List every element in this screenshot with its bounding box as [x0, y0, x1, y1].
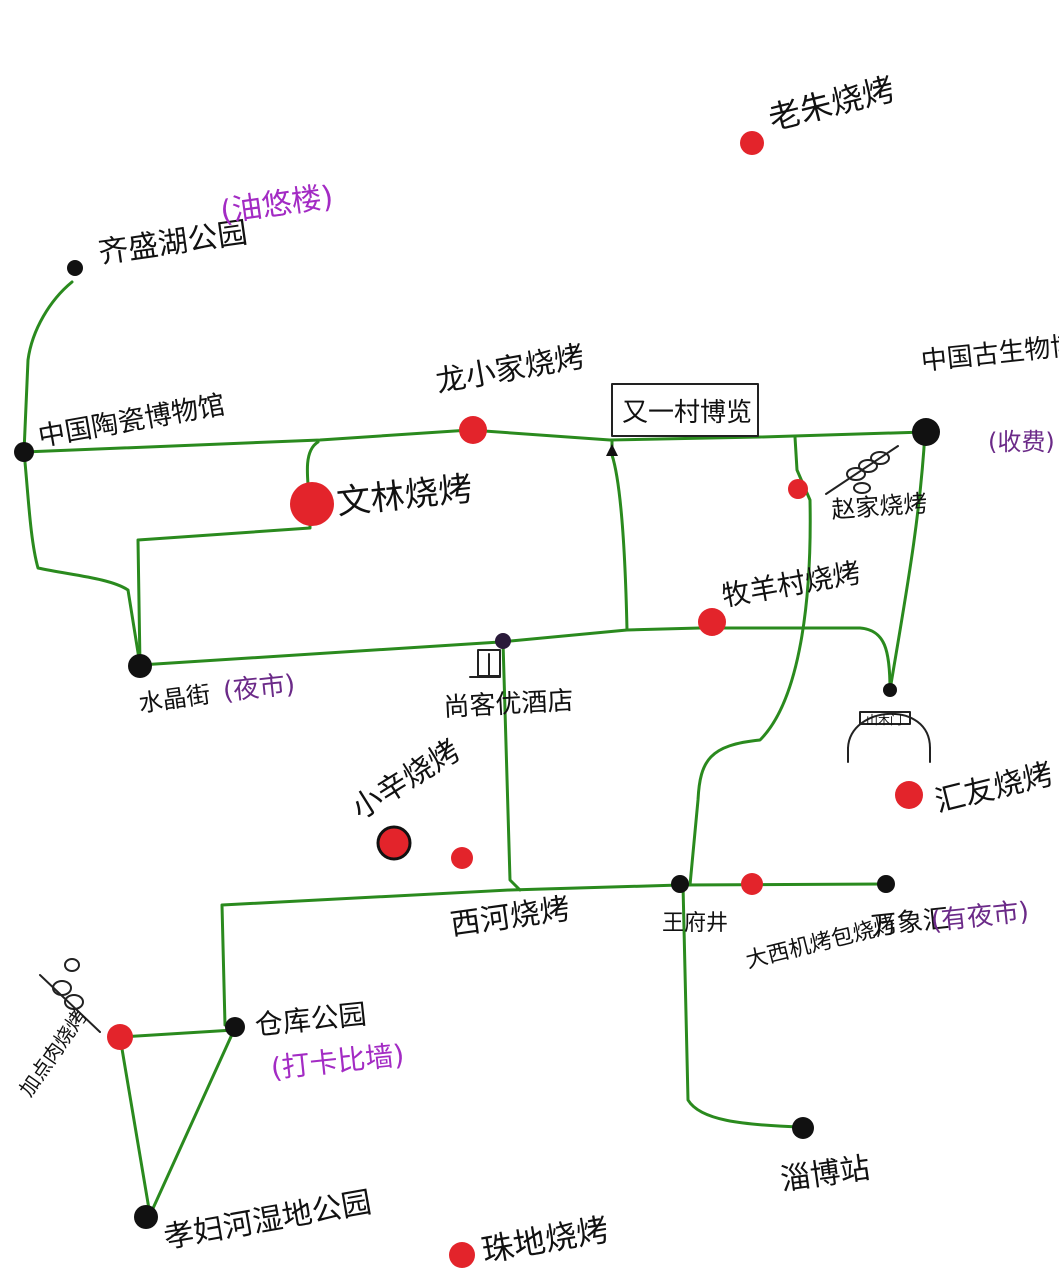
- route-ceramics-down: [22, 450, 142, 667]
- route-cangku-triangle: [118, 1028, 236, 1217]
- yuanquan-marker[interactable]: [877, 875, 895, 893]
- bbq-xiaoxin2-marker[interactable]: [451, 847, 473, 869]
- route-station: [681, 883, 804, 1129]
- bbq-xiaoxin-label: 小辛烧烤: [346, 734, 466, 827]
- skewer-icon: [825, 445, 899, 495]
- wangfujing-label: 王府井: [662, 911, 728, 936]
- bbq-zhaojia-marker[interactable]: [788, 479, 808, 499]
- crystal-street-label: 水晶街: [137, 680, 212, 718]
- cangku-park-marker[interactable]: [225, 1017, 245, 1037]
- bbq-muyangcun-label: 牧羊村烧烤: [719, 556, 863, 613]
- crystal-street-marker[interactable]: [128, 654, 152, 678]
- expo-sign-icon: [611, 383, 759, 437]
- hotel-building-icon: [469, 649, 501, 678]
- crystal-note-label: (夜市): [222, 670, 297, 707]
- arch-gate-icon: [847, 711, 931, 763]
- bbq-zhaojia-label: 赵家烧烤: [830, 489, 928, 524]
- route-top-main: [22, 428, 927, 454]
- bbq-laozhu-label: 老朱烧烤: [765, 70, 898, 138]
- zibo-station-label: 淄博站: [778, 1151, 872, 1198]
- route-right-down: [888, 430, 927, 692]
- doodle-icons: [39, 383, 931, 1033]
- route-hotel-down: [501, 640, 522, 892]
- zibo-station-marker[interactable]: [792, 1117, 814, 1139]
- place-labels: 齐盛湖公园 (油悠楼) 中国陶瓷博物馆 水晶街 (夜市) 又一村博览 中国古生物…: [36, 179, 1059, 1255]
- bbq-zhudi-label: 珠地烧烤: [479, 1210, 612, 1270]
- bbq-zhudi-marker[interactable]: [449, 1242, 475, 1268]
- route-zhaojia-branch: [688, 435, 812, 887]
- bbq-jiarou-marker[interactable]: [107, 1024, 133, 1050]
- geology-note-label: (收费): [988, 428, 1055, 456]
- cangku-park-label: 仓库公园: [253, 997, 368, 1042]
- bbq-wenlin-label: 文林烧烤: [335, 469, 474, 523]
- bbq-huiyou-label: 汇友烧烤: [931, 757, 1056, 820]
- ceramics-museum-label: 中国陶瓷博物馆: [36, 390, 228, 453]
- wangfujing-marker[interactable]: [671, 875, 689, 893]
- shanmu-gate-marker[interactable]: [883, 683, 897, 697]
- bbq-dagangzhuan-marker[interactable]: [741, 873, 763, 895]
- expo-marker[interactable]: [606, 444, 618, 456]
- route-expo-down: [610, 453, 629, 632]
- ceramics-museum-marker[interactable]: [14, 442, 34, 462]
- landmark-markers: [14, 260, 940, 1229]
- route-network: [22, 280, 927, 1217]
- qisheng-note-label: (油悠楼): [218, 179, 335, 229]
- route-qisheng-to-ceramics: [22, 280, 74, 454]
- route-middle: [138, 626, 892, 692]
- bbq-laozhu-marker[interactable]: [740, 131, 764, 155]
- hotel-marker[interactable]: [495, 633, 511, 649]
- route-wenlin-loop: [136, 440, 320, 667]
- bbq-xihu-label: 西河烧烤: [448, 892, 572, 943]
- bbq-markers: [107, 131, 923, 1268]
- bbq-muyangcun-marker[interactable]: [698, 608, 726, 636]
- wetland-park-marker[interactable]: [134, 1205, 158, 1229]
- bbq-huiyou-marker[interactable]: [895, 781, 923, 809]
- bbq-jiarou-label: 加点肉烧烤: [14, 1005, 91, 1101]
- hotel-label: 尚客优酒店: [443, 686, 574, 723]
- bbq-wenlin-marker[interactable]: [290, 482, 334, 526]
- shanmu-gate-label: 山木门: [866, 712, 902, 727]
- geology-museum-marker[interactable]: [912, 418, 940, 446]
- expo-label: 又一村博览: [622, 398, 752, 428]
- bbq-xiaoxin-marker[interactable]: [376, 825, 412, 861]
- cangku-note-label: (打卡比墙): [269, 1038, 406, 1085]
- bbq-longxiao-marker[interactable]: [459, 416, 487, 444]
- yuanquan-note-label: (有夜市): [930, 897, 1031, 937]
- bbq-longxiao-label: 龙小家烧烤: [433, 339, 587, 400]
- qisheng-park-marker[interactable]: [67, 260, 83, 276]
- skewer-icon-2: [39, 958, 101, 1033]
- wetland-park-label: 孝妇河湿地公园: [161, 1185, 374, 1256]
- bbq-dagangzhuan-label: 大西机烤包烧烤: [743, 912, 898, 974]
- geology-museum-label: 中国古生物博物馆: [920, 325, 1059, 377]
